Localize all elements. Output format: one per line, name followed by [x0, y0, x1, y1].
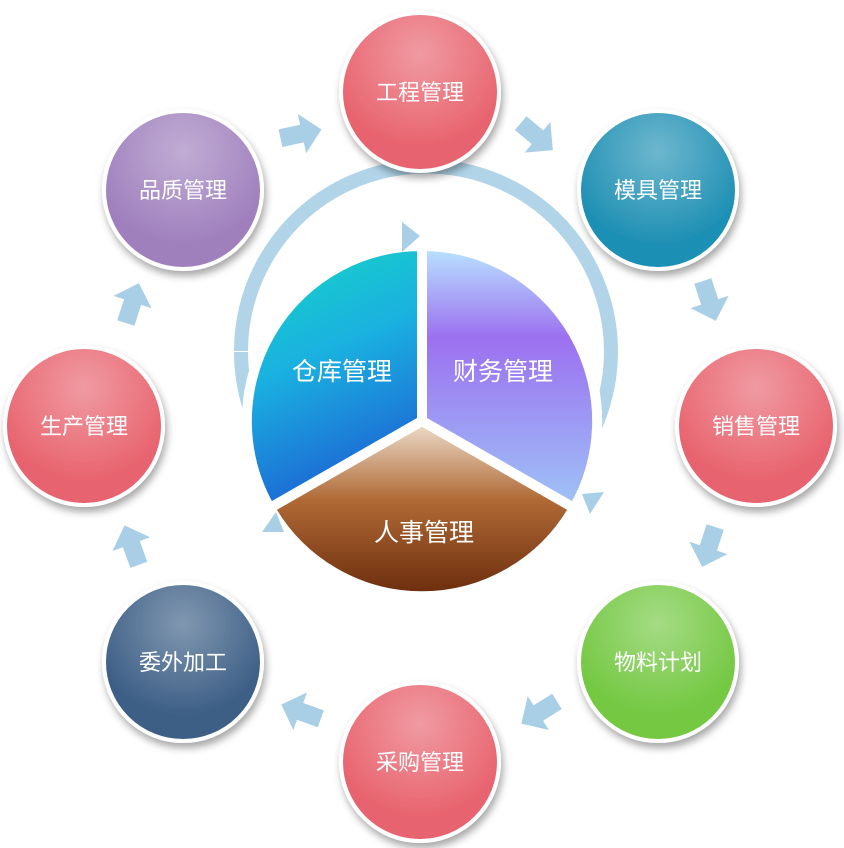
sector-label-hr: 人事管理 [374, 518, 474, 547]
node-label-material: 物料计划 [614, 651, 702, 676]
center-pie: 仓库管理 财务管理 人事管理 [234, 159, 618, 602]
node-label-production: 生产管理 [40, 415, 128, 440]
sector-label-warehouse: 仓库管理 [292, 357, 392, 386]
node-engineering: 工程管理 [339, 11, 501, 173]
node-label-quality: 品质管理 [139, 179, 227, 204]
node-label-sales: 销售管理 [712, 415, 800, 440]
sector-label-finance: 财务管理 [453, 357, 553, 386]
flow-arrow-icon [690, 278, 729, 321]
flow-arrow-icon [278, 114, 322, 154]
node-label-outsource: 委外加工 [139, 651, 227, 676]
flow-arrow-icon [521, 693, 562, 731]
flow-arrow-icon [689, 524, 728, 567]
node-purchase: 采购管理 [339, 681, 501, 843]
flow-arrow-icon [113, 283, 152, 326]
node-label-engineering: 工程管理 [376, 81, 464, 106]
node-outsource: 委外加工 [102, 581, 264, 743]
node-mold: 模具管理 [577, 109, 739, 271]
flow-arrow-icon [281, 692, 324, 731]
flow-arrows [112, 114, 729, 731]
node-label-purchase: 采购管理 [376, 751, 464, 776]
flow-arrow-icon [112, 525, 151, 568]
ring-arrow-top-icon [402, 222, 420, 252]
sector-hr [263, 415, 581, 602]
node-production: 生产管理 [3, 345, 165, 507]
node-label-mold: 模具管理 [614, 179, 702, 204]
flow-arrow-icon [514, 116, 553, 153]
ring-arrow-left-icon [262, 512, 284, 532]
node-sales: 销售管理 [675, 345, 837, 507]
node-material: 物料计划 [577, 581, 739, 743]
node-quality: 品质管理 [102, 109, 264, 271]
ring-arrow-right-icon [582, 492, 604, 514]
